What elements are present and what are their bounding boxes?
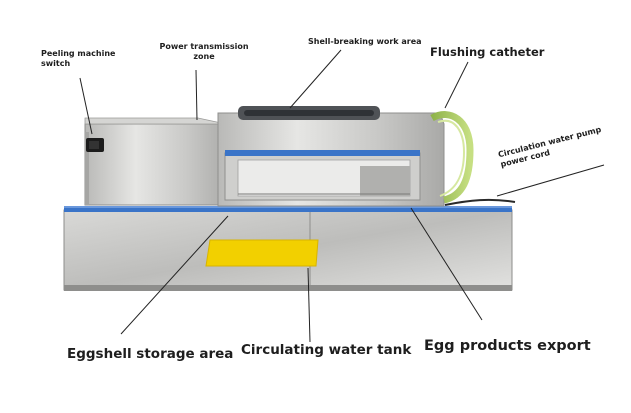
flushing-hose (430, 111, 474, 204)
power-zone-label: Power transmission zone (159, 42, 249, 61)
pump-cord-cable (444, 198, 516, 206)
blue-trim (64, 206, 512, 212)
power-housing (84, 117, 231, 206)
work-area-label: Shell-breaking work area (308, 37, 422, 46)
tank-label: Circulating water tank (241, 342, 412, 358)
leader-lines (79, 49, 605, 343)
work-area-cover (217, 106, 445, 207)
peeling-switch (86, 138, 104, 152)
storage-label: Eggshell storage area (67, 346, 234, 362)
water-tank-body (63, 209, 513, 291)
flushing-label: Flushing catheter (430, 45, 545, 59)
export-label: Egg products export (424, 338, 591, 354)
peeling-switch-label: Peeling machine switch (41, 49, 116, 68)
tank-viewing-window (205, 239, 319, 267)
